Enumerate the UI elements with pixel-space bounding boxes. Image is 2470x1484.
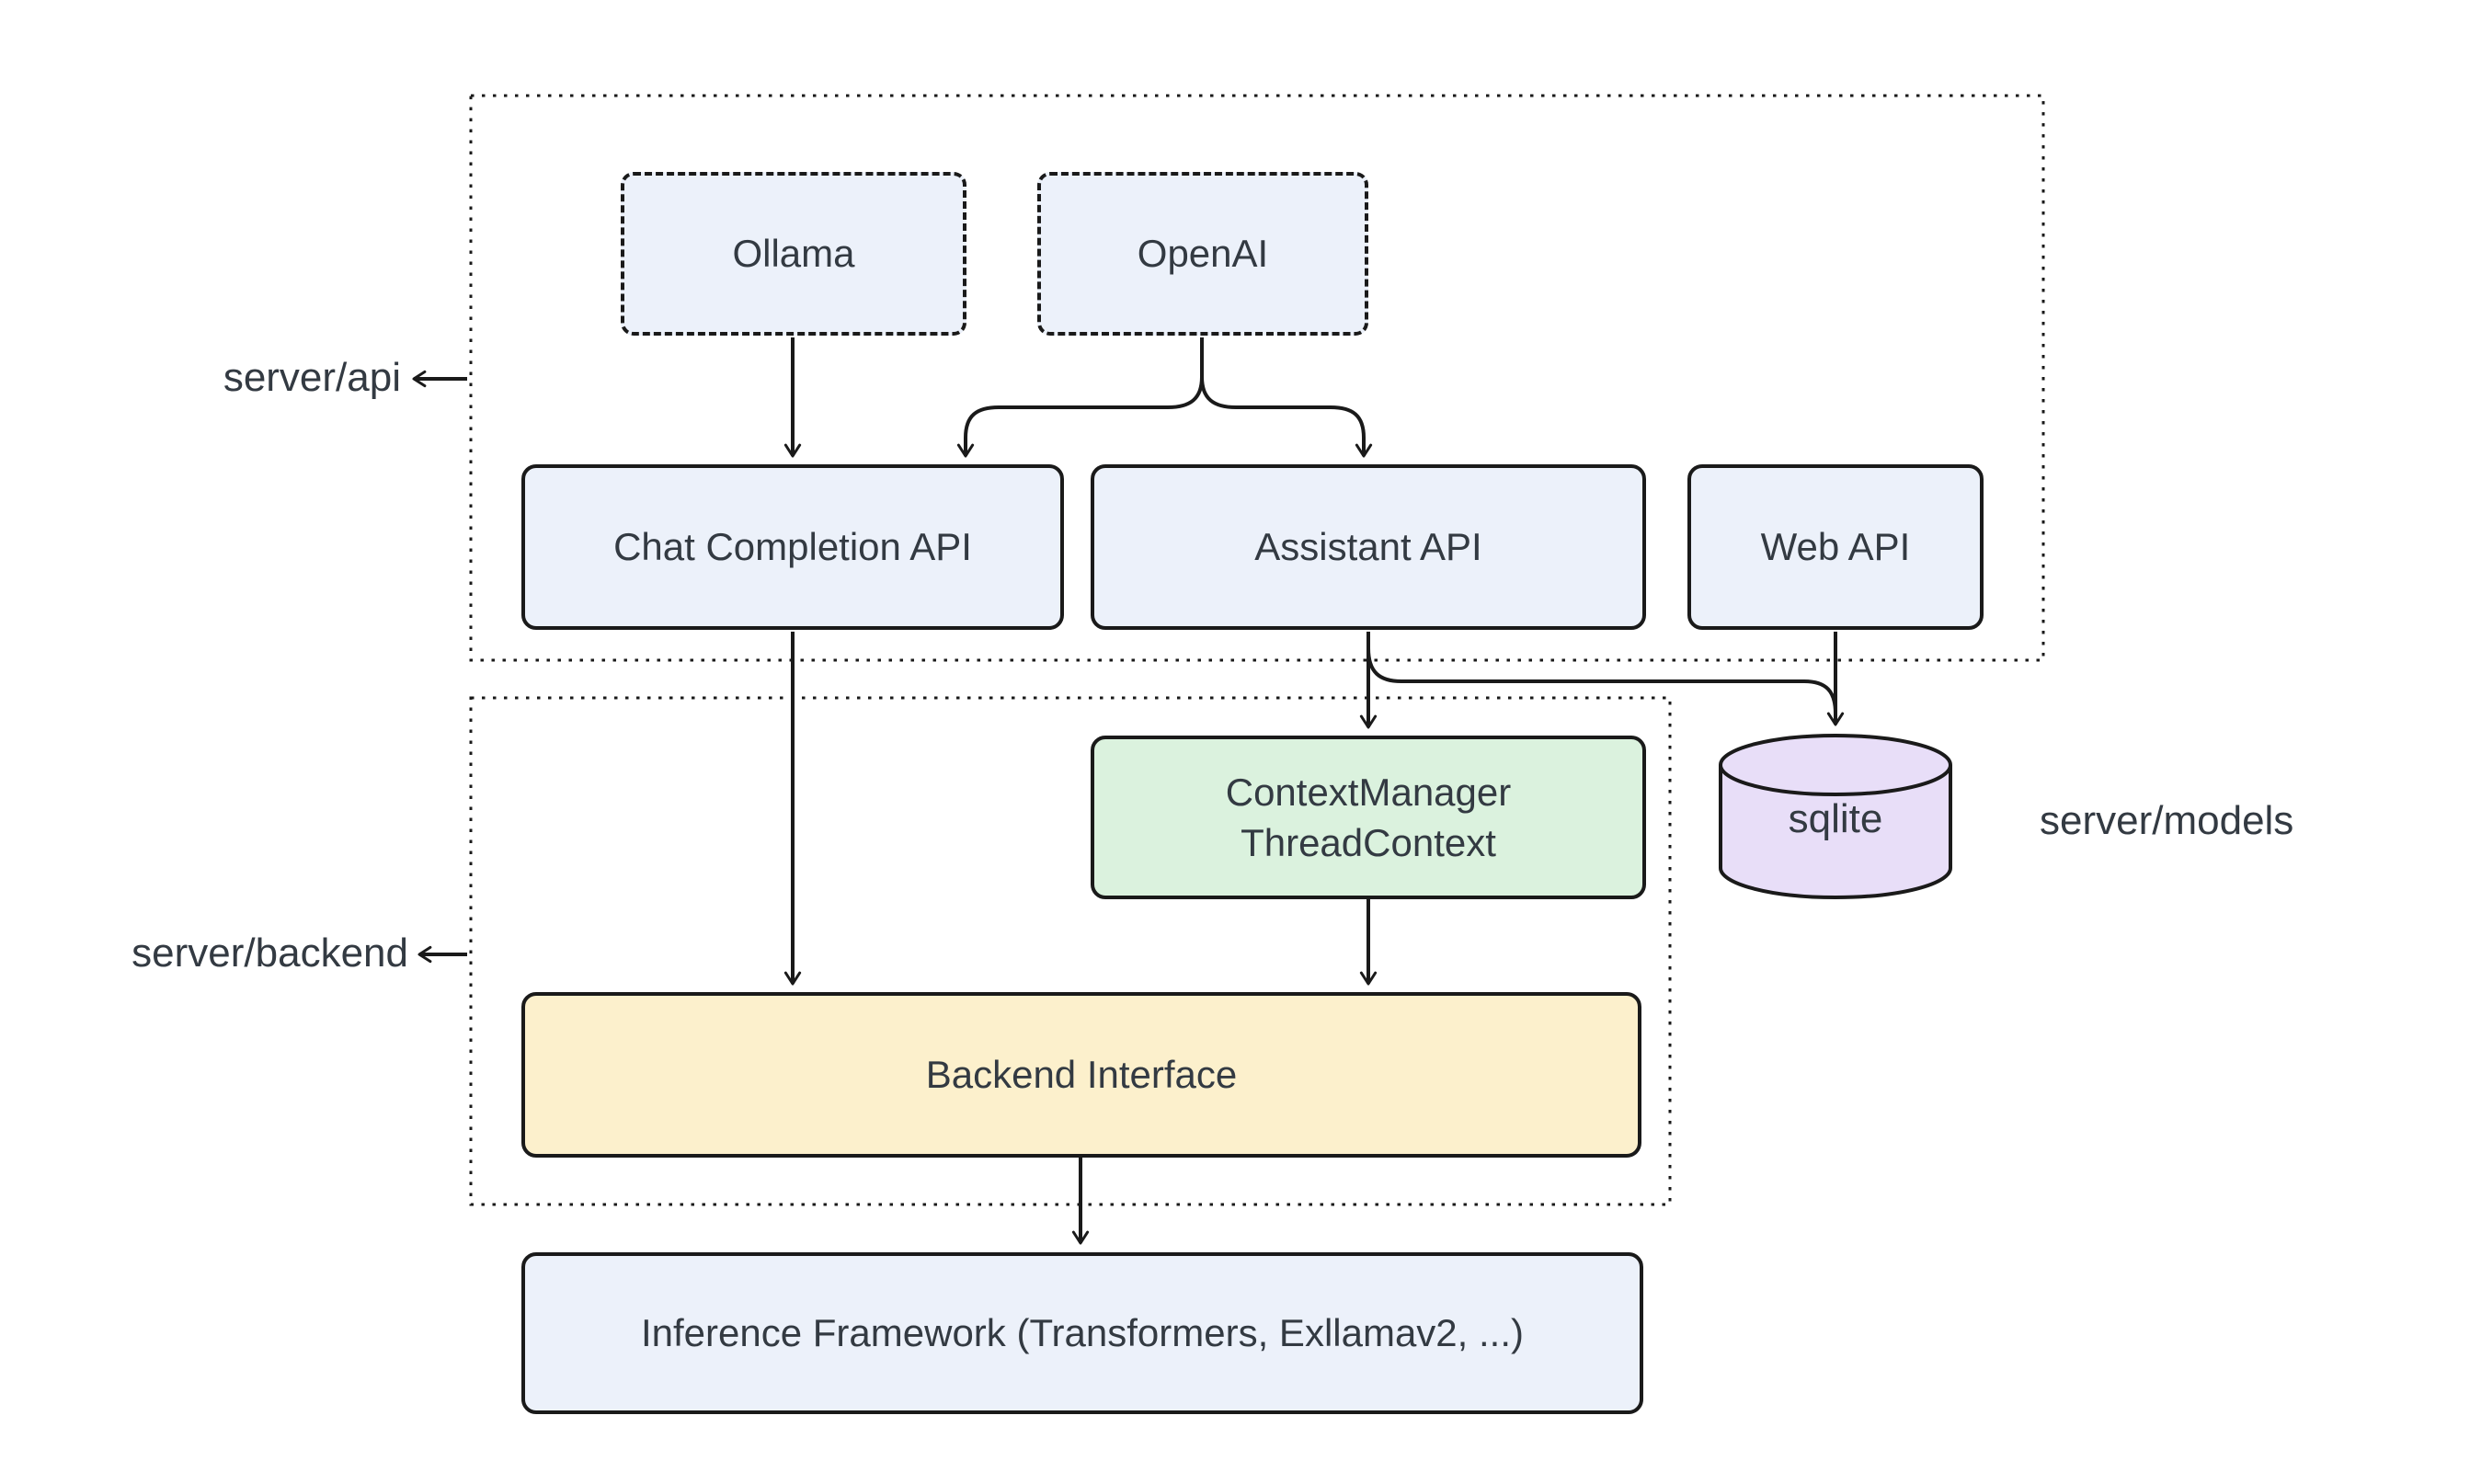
context-manager-line1: ContextManager bbox=[1225, 770, 1512, 814]
node-backend-interface-label: Backend Interface bbox=[925, 1053, 1238, 1097]
node-context-manager: ContextManager ThreadContext bbox=[1091, 736, 1646, 899]
server-backend-label: server/backend bbox=[132, 930, 408, 976]
node-chat-completion-api: Chat Completion API bbox=[521, 464, 1064, 630]
context-manager-line2: ThreadContext bbox=[1241, 821, 1496, 864]
edge-openai-to-assistant bbox=[1200, 376, 1373, 458]
node-backend-interface: Backend Interface bbox=[521, 992, 1641, 1158]
node-openai-label: OpenAI bbox=[1137, 232, 1269, 276]
node-openai: OpenAI bbox=[1037, 172, 1368, 336]
node-assistant-api-label: Assistant API bbox=[1254, 525, 1482, 569]
node-ollama: Ollama bbox=[621, 172, 966, 336]
node-inference-framework: Inference Framework (Transformers, Exlla… bbox=[521, 1252, 1643, 1414]
server-api-label: server/api bbox=[223, 355, 401, 400]
node-ollama-label: Ollama bbox=[732, 232, 855, 276]
node-context-manager-label: ContextManager ThreadContext bbox=[1226, 767, 1512, 869]
node-chat-completion-api-label: Chat Completion API bbox=[613, 525, 972, 569]
node-sqlite-label: sqlite bbox=[1788, 796, 1883, 841]
node-assistant-api: Assistant API bbox=[1091, 464, 1646, 630]
node-web-api: Web API bbox=[1687, 464, 1984, 630]
server-models-label: server/models bbox=[2040, 798, 2294, 843]
edge-assistant-to-sqlite bbox=[1367, 647, 1837, 717]
node-web-api-label: Web API bbox=[1760, 525, 1911, 569]
node-inference-framework-label: Inference Framework (Transformers, Exlla… bbox=[640, 1311, 1524, 1355]
edge-openai-to-chat bbox=[956, 376, 1204, 458]
